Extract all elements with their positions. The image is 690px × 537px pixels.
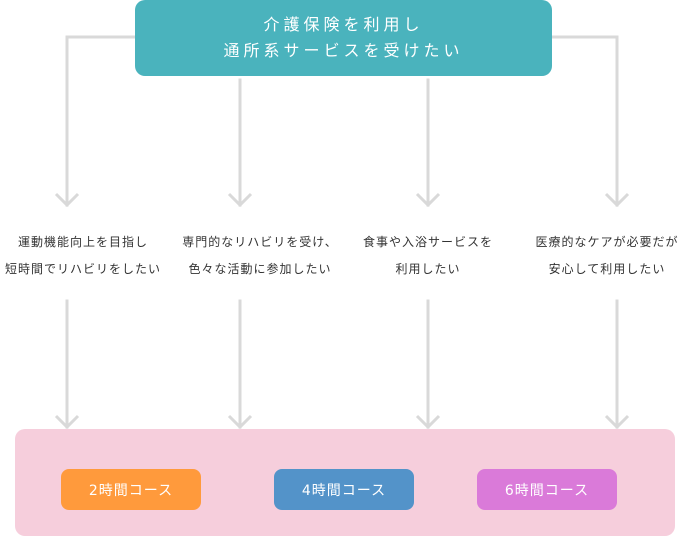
arrow-down-upper-3-head xyxy=(604,192,630,208)
need-line1: 運動機能向上を目指し xyxy=(17,235,148,249)
arrow-down-upper-0-head xyxy=(54,192,80,208)
arrow-down-lower-2-head xyxy=(415,414,441,430)
course-6h-button[interactable]: 6時間コース xyxy=(477,469,617,510)
arrow-down-lower-1-head xyxy=(227,414,253,430)
need-rehab-activities: 専門的なリハビリを受け、 色々な活動に参加したい xyxy=(170,229,350,283)
arrow-down-upper-1-head xyxy=(227,192,253,208)
need-line1: 食事や入浴サービスを xyxy=(362,235,493,249)
need-meal-bath: 食事や入浴サービスを 利用したい xyxy=(338,229,518,283)
arrow-down-lower-3-head xyxy=(604,414,630,430)
need-line1: 医療的なケアが必要だが xyxy=(535,235,679,249)
need-rehab-short: 運動機能向上を目指し 短時間でリハビリをしたい xyxy=(0,229,173,283)
need-line2: 利用したい xyxy=(395,262,461,276)
course-4h-button[interactable]: 4時間コース xyxy=(274,469,414,510)
need-medical-care: 医療的なケアが必要だが 安心して利用したい xyxy=(517,229,690,283)
course-2h-button[interactable]: 2時間コース xyxy=(61,469,201,510)
course-label: 2時間コース xyxy=(88,482,174,499)
service-goal-box: 介護保険を利用し 通所系サービスを受けたい xyxy=(135,0,552,76)
service-goal-line1: 介護保険を利用し xyxy=(263,15,424,34)
arrow-down-upper-2-head xyxy=(415,192,441,208)
need-line2: 色々な活動に参加したい xyxy=(188,262,332,276)
course-label: 6時間コース xyxy=(504,482,590,499)
need-line1: 専門的なリハビリを受け、 xyxy=(182,235,338,249)
need-line2: 安心して利用したい xyxy=(548,262,666,276)
arrow-down-lower-0-head xyxy=(54,414,80,430)
service-goal-line2: 通所系サービスを受けたい xyxy=(223,41,464,60)
need-line2: 短時間でリハビリをしたい xyxy=(4,262,161,276)
course-label: 4時間コース xyxy=(301,482,387,499)
